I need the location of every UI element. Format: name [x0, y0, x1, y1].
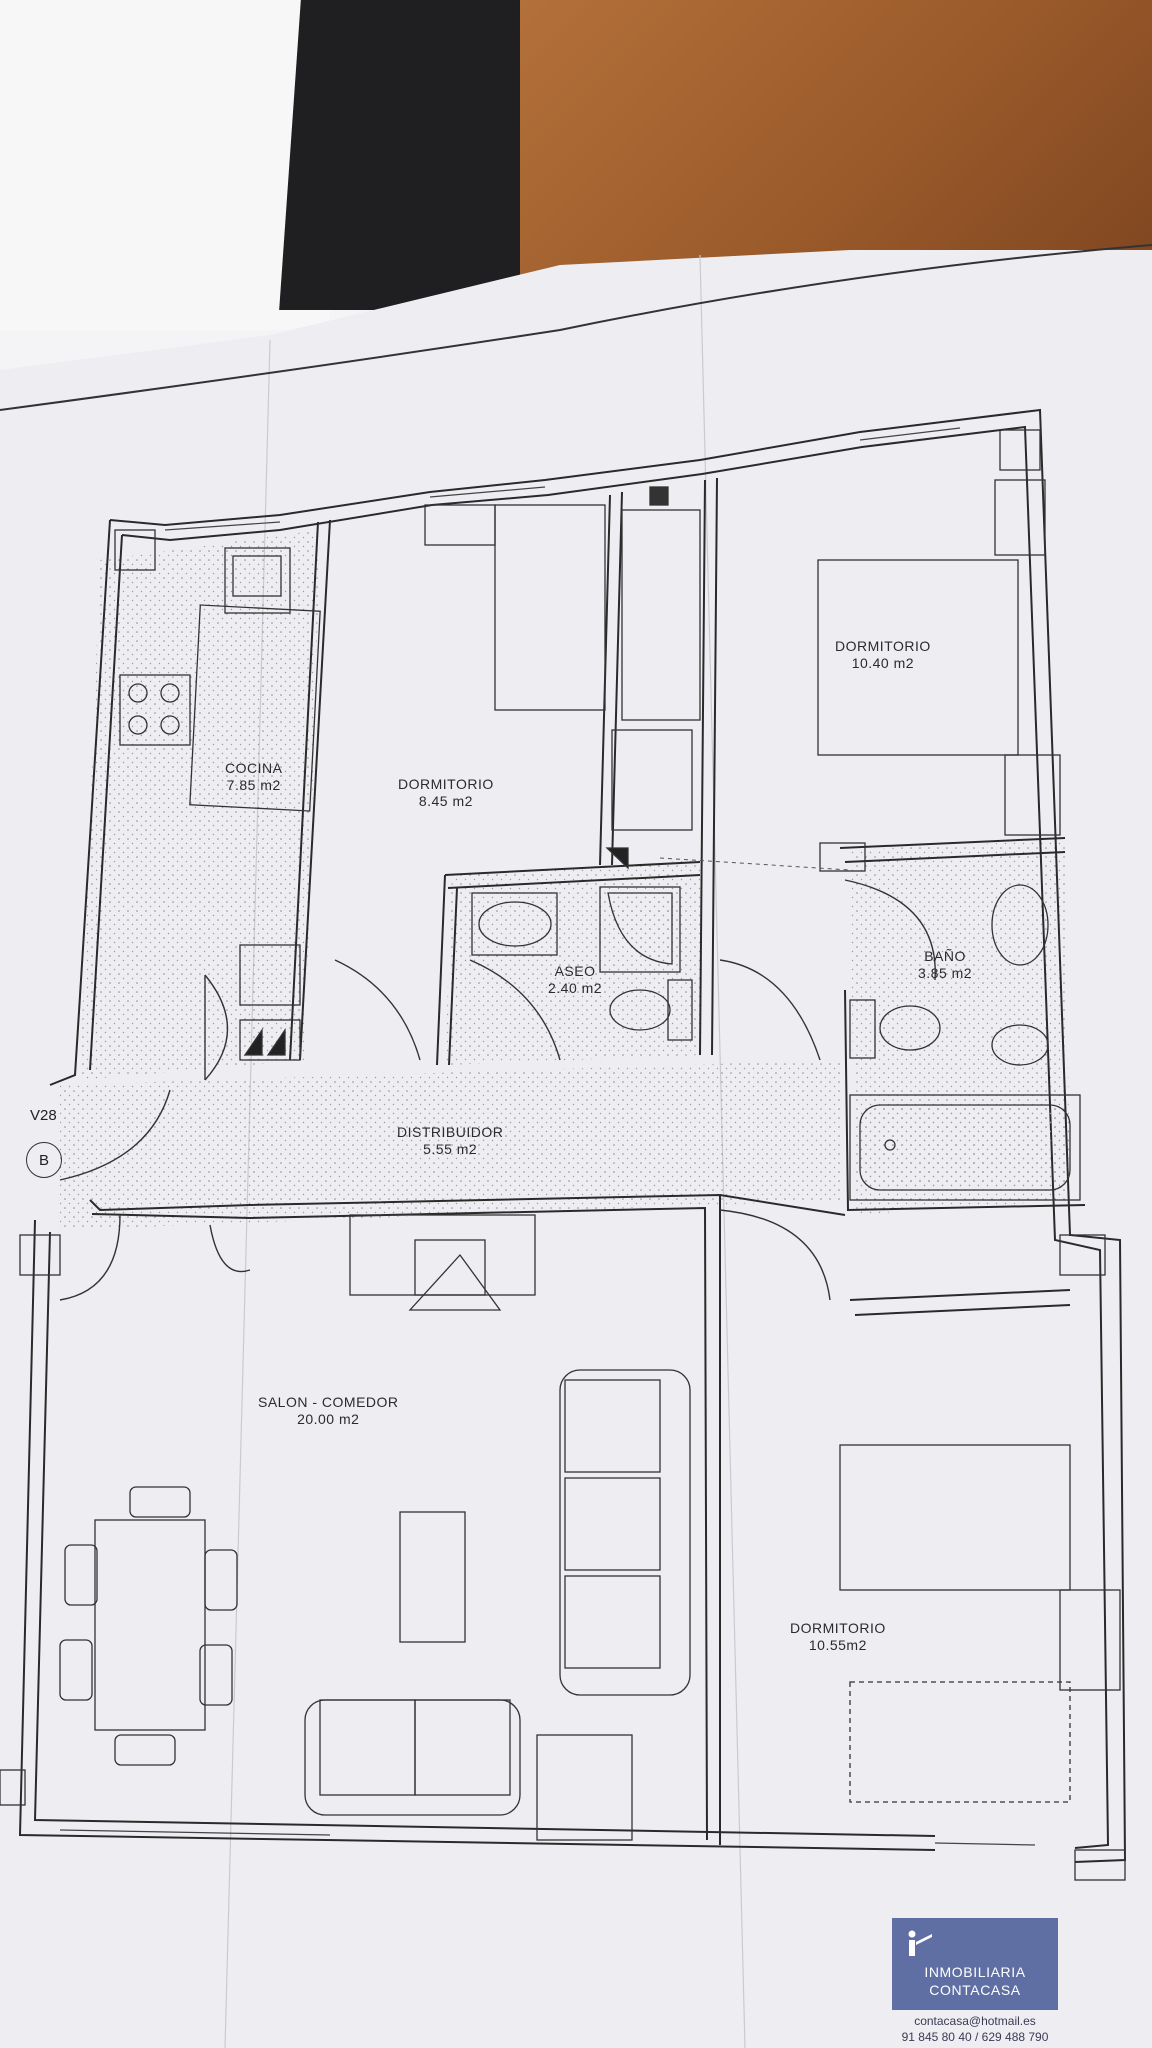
agency-logo: INMOBILIARIA CONTACASA — [892, 1918, 1058, 2010]
room-label-cocina: COCINA 7.85 m2 — [225, 760, 283, 793]
bedroom2-bed — [817, 479, 1061, 836]
house-i-icon — [908, 1930, 932, 1956]
agency-email: contacasa@hotmail.es — [914, 2014, 1036, 2028]
agency-name-line1: INMOBILIARIA — [924, 1964, 1026, 1980]
bano-fixtures — [849, 884, 1081, 1201]
salon-furniture — [59, 1214, 691, 1841]
sheet-border — [0, 244, 1152, 411]
room-label-distribuidor: DISTRIBUIDOR 5.55 m2 — [397, 1124, 504, 1157]
room-label-bano: BAÑO 3.85 m2 — [918, 948, 973, 981]
bedroom3-bed — [839, 1444, 1121, 1803]
windows — [59, 427, 1036, 1846]
bedroom1-bed — [424, 504, 606, 711]
pillars — [0, 429, 1126, 1881]
exterior-walls — [18, 408, 1127, 1863]
background-paper-sheet — [0, 0, 330, 330]
room-label-salon-comedor: SALON - COMEDOR 20.00 m2 — [258, 1394, 399, 1427]
kitchen-fixtures — [119, 547, 321, 1061]
room-label-dormitorio-1: DORMITORIO 8.45 m2 — [398, 776, 494, 809]
room-label-dormitorio-2: DORMITORIO 10.40 m2 — [835, 638, 931, 671]
aseo-fixtures — [471, 847, 693, 1041]
room-label-dormitorio-3: DORMITORIO 10.55m2 — [790, 1620, 886, 1653]
door-swings — [59, 879, 936, 1301]
marker-code: V28 — [30, 1107, 57, 1124]
marker-letter: B — [38, 1151, 49, 1169]
agency-name-line2: CONTACASA — [929, 1982, 1021, 1998]
room-label-aseo: ASEO 2.40 m2 — [548, 963, 603, 996]
agency-phone: 91 845 80 40 / 629 488 790 — [901, 2030, 1049, 2044]
closets — [611, 509, 701, 831]
marker-circle: B — [26, 1142, 62, 1178]
